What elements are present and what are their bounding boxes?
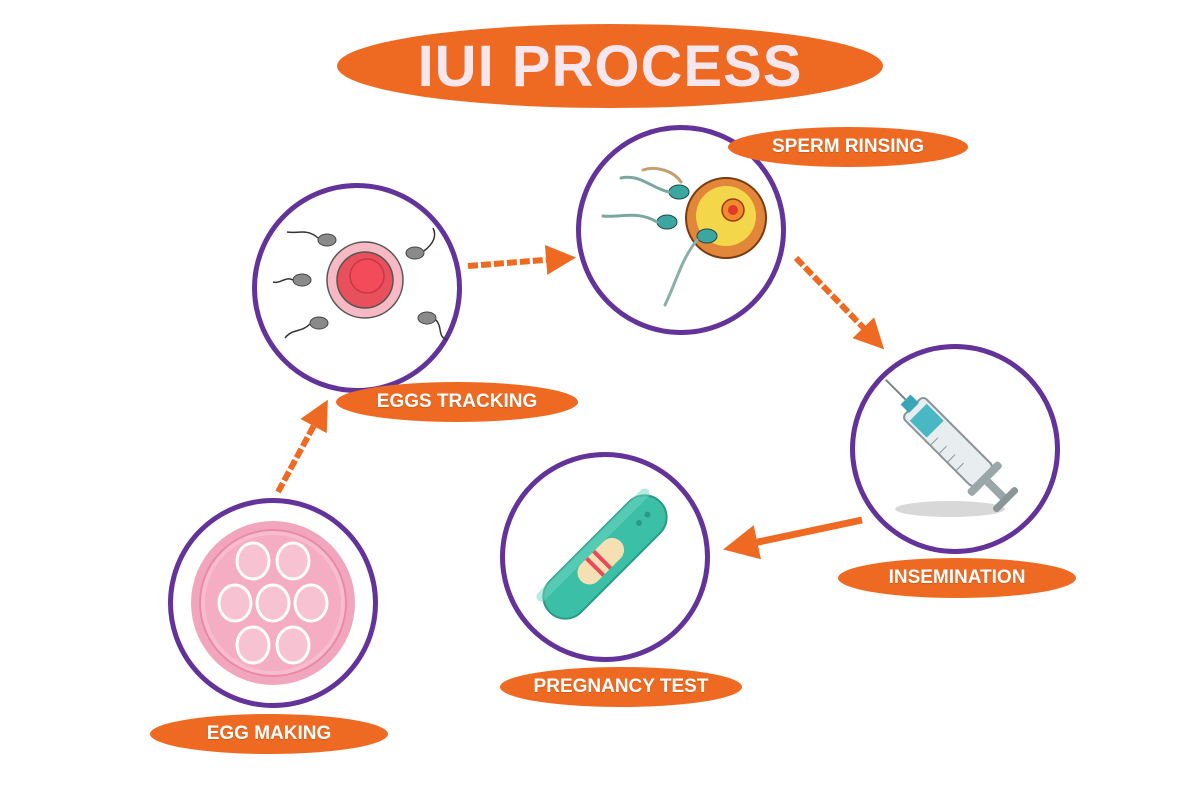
title-banner: IUI PROCESS: [337, 24, 883, 108]
arrow-insemination-to-pregnancy-test: [723, 516, 863, 560]
label-insemination: INSEMINATION: [838, 558, 1076, 598]
label-egg-making: EGG MAKING: [150, 714, 388, 754]
syringe-icon: [884, 378, 1019, 517]
step-circle-eggs-tracking: [252, 183, 462, 393]
pregnancy-test-icon: [536, 488, 668, 620]
egg-with-sperm-icon: [272, 227, 448, 341]
step-circle-sperm-rinsing: [576, 125, 786, 335]
egg-cluster-icon: [191, 521, 355, 685]
step-circle-egg-making: [168, 498, 378, 708]
arrow-eggs-tracking-to-sperm-rinsing: [467, 244, 576, 275]
label-pregnancy-test: PREGNANCY TEST: [500, 667, 742, 707]
diagram-title: IUI PROCESS: [417, 33, 803, 99]
step-circle-pregnancy-test: [500, 452, 710, 662]
label-sperm-rinsing: SPERM RINSING: [728, 127, 968, 167]
label-eggs-tracking: EGGS TRACKING: [336, 382, 578, 422]
sperm-fertilizing-egg-icon: [601, 167, 767, 307]
arrow-egg-making-to-eggs-tracking: [275, 399, 328, 494]
step-circle-insemination: [850, 344, 1060, 554]
arrow-sperm-rinsing-to-insemination: [793, 255, 885, 350]
